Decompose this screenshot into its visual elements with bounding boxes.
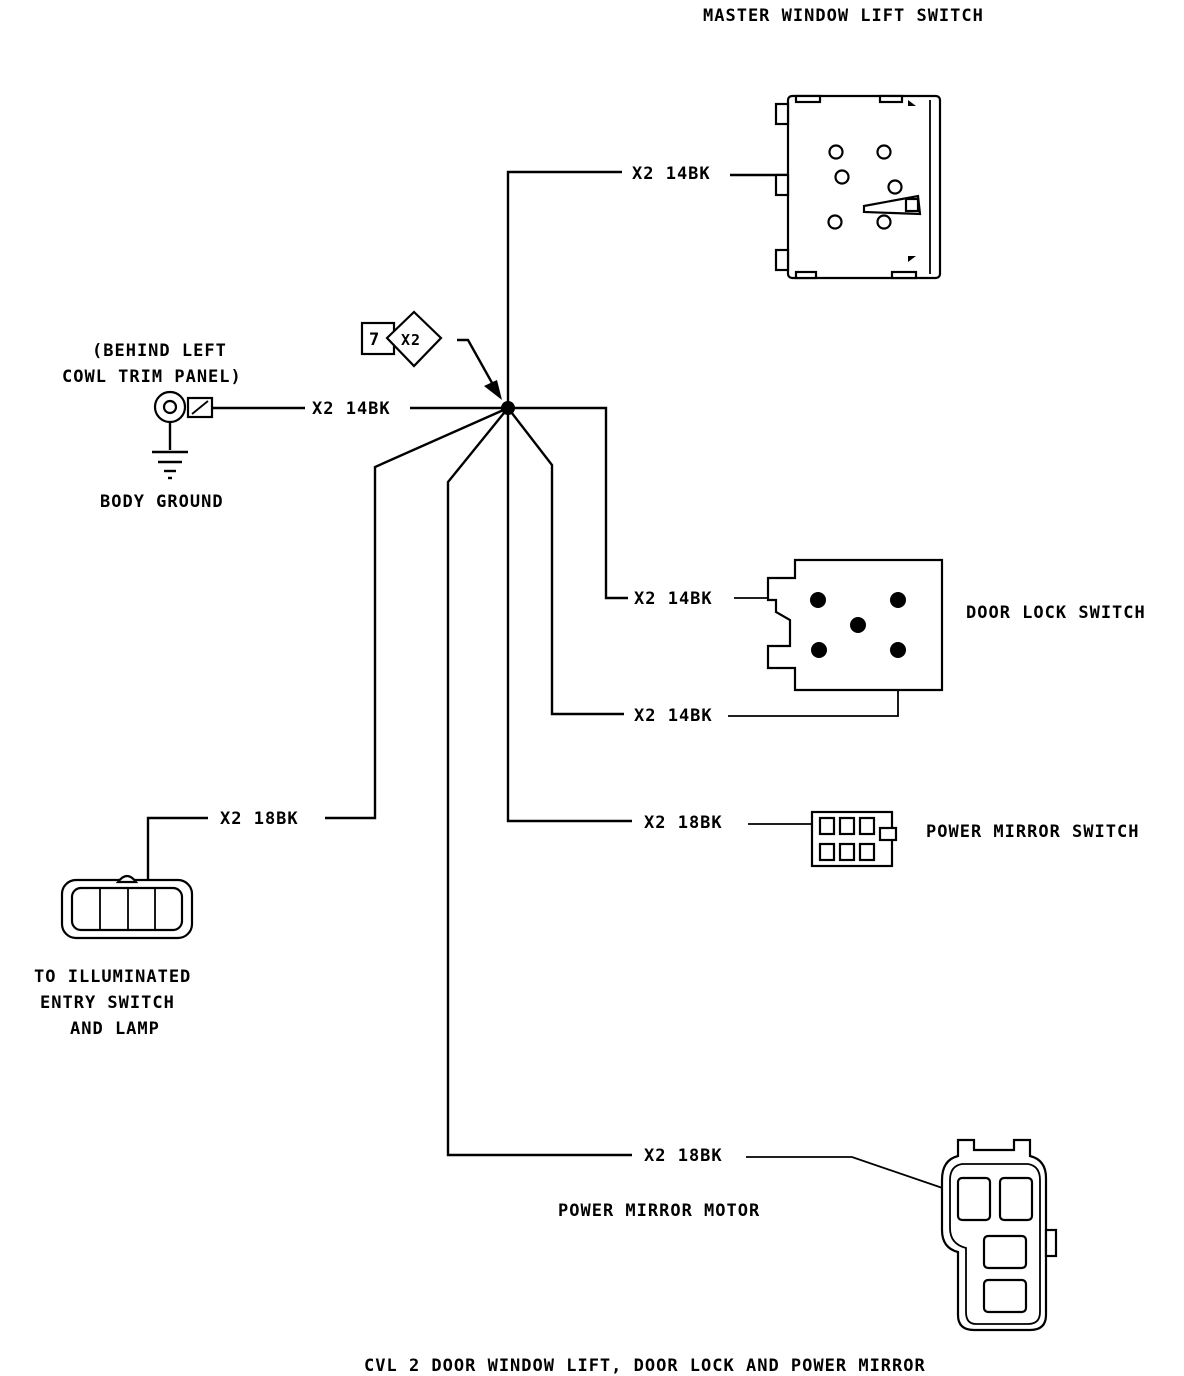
diagram-title: CVL 2 DOOR WINDOW LIFT, DOOR LOCK AND PO…	[364, 1356, 926, 1376]
mirror-motor-inner	[949, 1163, 1041, 1325]
master-window-lift-switch	[774, 94, 942, 280]
master-pin-1	[828, 144, 844, 160]
mirror-motor-cavity-4	[982, 1278, 1028, 1314]
mirror-motor-title: POWER MIRROR MOTOR	[558, 1201, 760, 1221]
illuminated-entry-connector	[60, 874, 194, 940]
master-switch-clip-4	[890, 270, 918, 280]
mirror-motor-cavity-1	[956, 1176, 992, 1222]
door-lock-pin-5	[890, 642, 906, 658]
master-switch-tab-2	[774, 173, 790, 197]
door-lock-pin-2	[890, 592, 906, 608]
wires	[146, 170, 961, 1195]
wire-label-door-lock-b: X2 14BK	[634, 706, 713, 726]
master-switch-title: MASTER WINDOW LIFT SWITCH	[703, 6, 984, 26]
master-switch-clip-2	[878, 94, 904, 104]
splice-id: X2	[401, 331, 421, 349]
master-switch-clip-1	[794, 94, 822, 104]
entry-label-1: TO ILLUMINATED	[34, 967, 191, 987]
master-pointer-2	[908, 256, 916, 262]
wire-label-mirror-switch: X2 18BK	[644, 813, 723, 833]
entry-label-2: ENTRY SWITCH	[40, 993, 175, 1013]
mirror-switch-cavity-3	[858, 816, 876, 836]
ground-terminal-slash	[191, 400, 209, 415]
door-lock-pin-3	[850, 617, 866, 633]
entry-label-3: AND LAMP	[70, 1019, 160, 1039]
mirror-switch-latch	[878, 826, 898, 842]
master-switch-body	[786, 94, 942, 280]
master-pin-3	[834, 169, 850, 185]
master-pointer-1	[908, 100, 916, 106]
mirror-switch-cavity-6	[858, 842, 876, 862]
master-pin-2	[876, 144, 892, 160]
master-pin-6	[876, 214, 892, 230]
wire-master-switch	[506, 170, 622, 408]
door-lock-title: DOOR LOCK SWITCH	[966, 603, 1146, 623]
wire-illuminated-entry-end	[146, 816, 208, 890]
mirror-switch-cavity-1	[818, 816, 836, 836]
mirror-switch-cavity-4	[818, 842, 836, 862]
wire-label-master: X2 14BK	[632, 164, 711, 184]
wire-door-lock-a	[508, 406, 628, 600]
entry-connector-inner	[70, 886, 184, 932]
wire-label-door-lock-a: X2 14BK	[634, 589, 713, 609]
door-lock-pin-4	[811, 642, 827, 658]
mirror-motor-cavity-2	[998, 1176, 1034, 1222]
wire-mirror-motor	[446, 407, 632, 1157]
master-pin-4	[887, 179, 903, 195]
ground-name: BODY GROUND	[100, 492, 224, 512]
mirror-motor-side-tab	[1044, 1228, 1058, 1258]
splice-arrowhead	[484, 380, 502, 400]
wire-label-ground: X2 14BK	[312, 399, 391, 419]
ground-eyelet-inner	[162, 399, 178, 415]
ground-location-2: COWL TRIM PANEL)	[62, 367, 242, 387]
wire-door-lock-b	[507, 407, 624, 716]
master-pin-blade-tip	[904, 197, 920, 213]
ground-location-1: (BEHIND LEFT	[92, 341, 227, 361]
master-pin-5	[827, 214, 843, 230]
wire-label-illuminated: X2 18BK	[220, 809, 299, 829]
splice-tag: 7 X2	[360, 310, 443, 368]
door-lock-pin-1	[810, 592, 826, 608]
master-switch-clip-3	[794, 270, 818, 280]
wire-illuminated-entry	[325, 406, 509, 820]
wire-mirror-switch	[506, 408, 632, 823]
mirror-switch-cavity-2	[838, 816, 856, 836]
power-mirror-motor-connector	[940, 1138, 1058, 1332]
labels: MASTER WINDOW LIFT SWITCH X2 14BK (BEHIN…	[34, 6, 1146, 1376]
mirror-motor-cavity-3	[982, 1234, 1028, 1270]
master-switch-tab-3	[774, 248, 790, 272]
splice-id-diamond	[385, 310, 443, 368]
door-lock-switch	[766, 558, 944, 692]
master-switch-tab-1	[774, 102, 790, 126]
body-ground	[152, 390, 214, 480]
mirror-switch-cavity-5	[838, 842, 856, 862]
wire-label-mirror-motor: X2 18BK	[644, 1146, 723, 1166]
mirror-switch-title: POWER MIRROR SWITCH	[926, 822, 1139, 842]
entry-connector-latch	[115, 874, 139, 884]
power-mirror-switch-connector	[810, 810, 898, 868]
splice-index: 7	[369, 330, 380, 350]
splice-pointer	[457, 338, 498, 391]
wire-mirror-motor-end	[746, 1156, 961, 1195]
splice-node	[501, 401, 515, 415]
